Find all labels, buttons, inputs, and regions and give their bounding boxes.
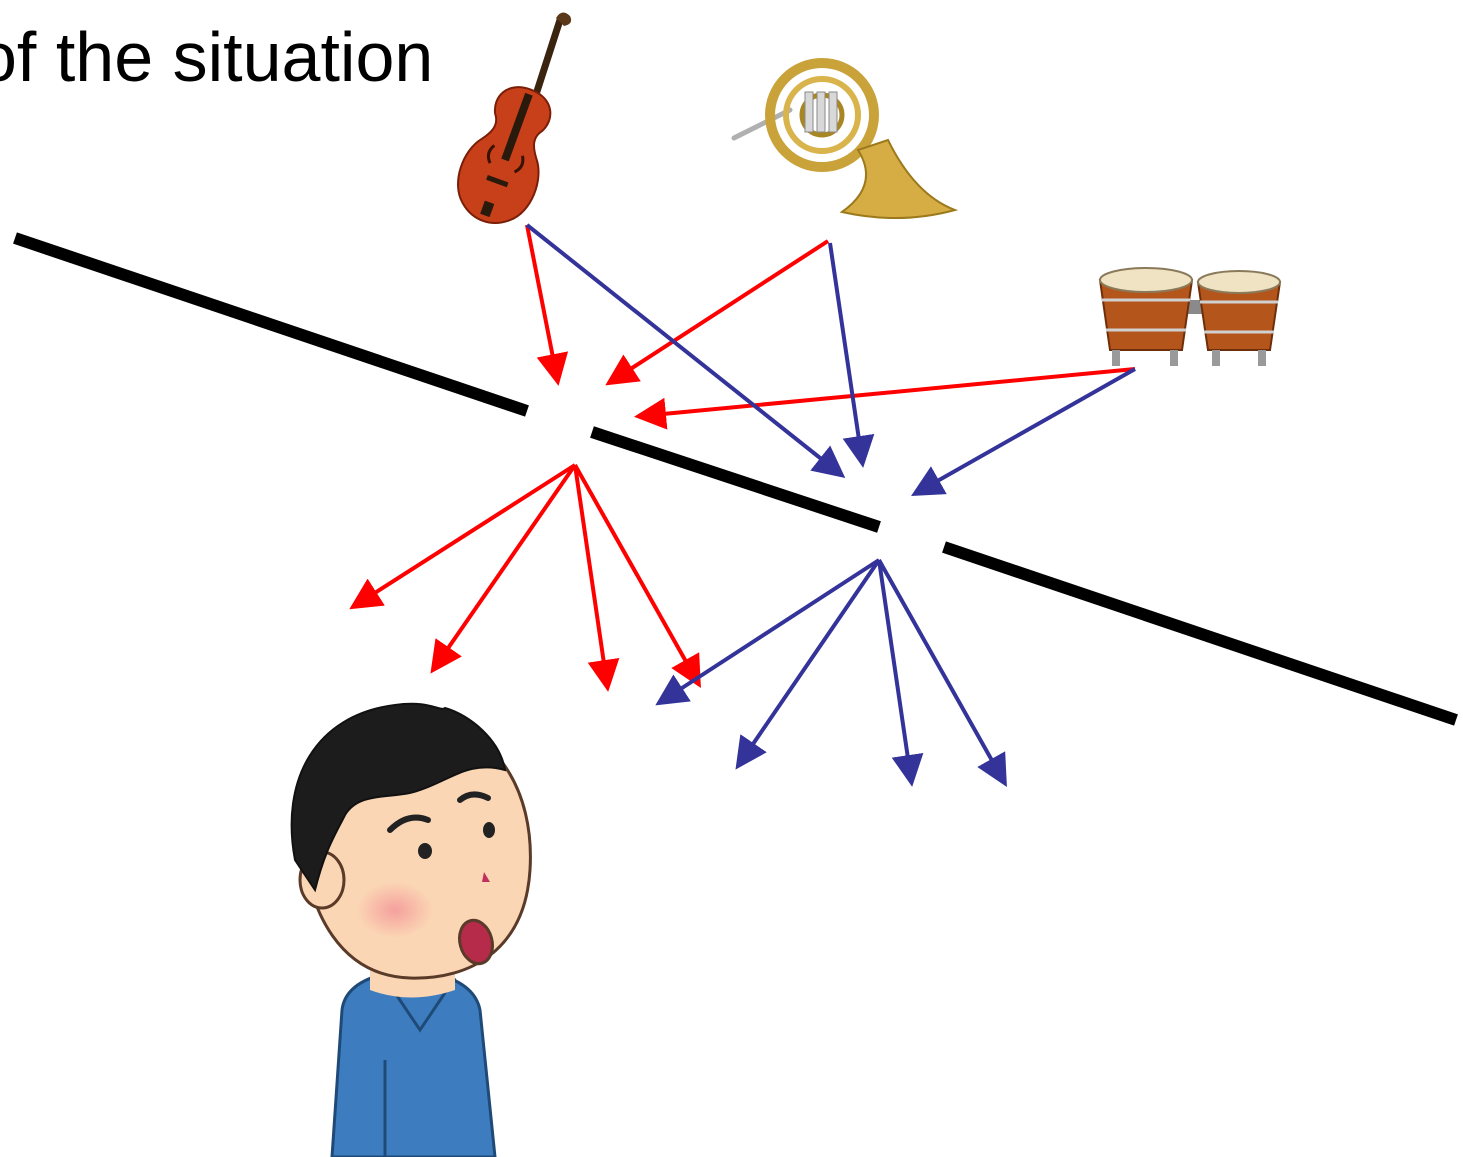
blue-ray-3 xyxy=(877,559,924,787)
wall xyxy=(13,232,1458,726)
red-ray-4 xyxy=(573,464,701,688)
wall-segment-right xyxy=(942,541,1458,726)
red-path-horn-to-slit1 xyxy=(605,239,830,386)
red-paths-in xyxy=(525,224,1136,430)
blue-ray-4 xyxy=(877,559,1007,787)
french-horn-icon xyxy=(731,58,959,220)
red-ray-3 xyxy=(573,464,620,692)
blue-ray-2 xyxy=(735,558,881,770)
listener-person-icon xyxy=(290,702,532,1157)
blue-paths-out xyxy=(655,558,1007,787)
red-paths-out xyxy=(349,463,701,692)
red-ray-2 xyxy=(430,463,577,674)
bongo-drums-icon xyxy=(1098,267,1282,366)
red-ray-1 xyxy=(349,463,577,610)
red-path-drums-to-slit1 xyxy=(634,367,1136,430)
red-path-violin-to-slit1 xyxy=(525,224,569,386)
blue-paths-in xyxy=(525,223,1136,496)
slide-title: of the situation xyxy=(0,18,434,96)
wall-segment-left xyxy=(13,232,529,417)
blue-ray-1 xyxy=(655,558,881,706)
violin-icon xyxy=(457,12,572,224)
wall-segment-middle xyxy=(590,426,881,533)
blue-path-drums-to-slit2 xyxy=(911,367,1136,496)
blue-path-horn-to-slit2 xyxy=(828,242,875,468)
blue-path-violin-to-slit2 xyxy=(525,223,846,478)
